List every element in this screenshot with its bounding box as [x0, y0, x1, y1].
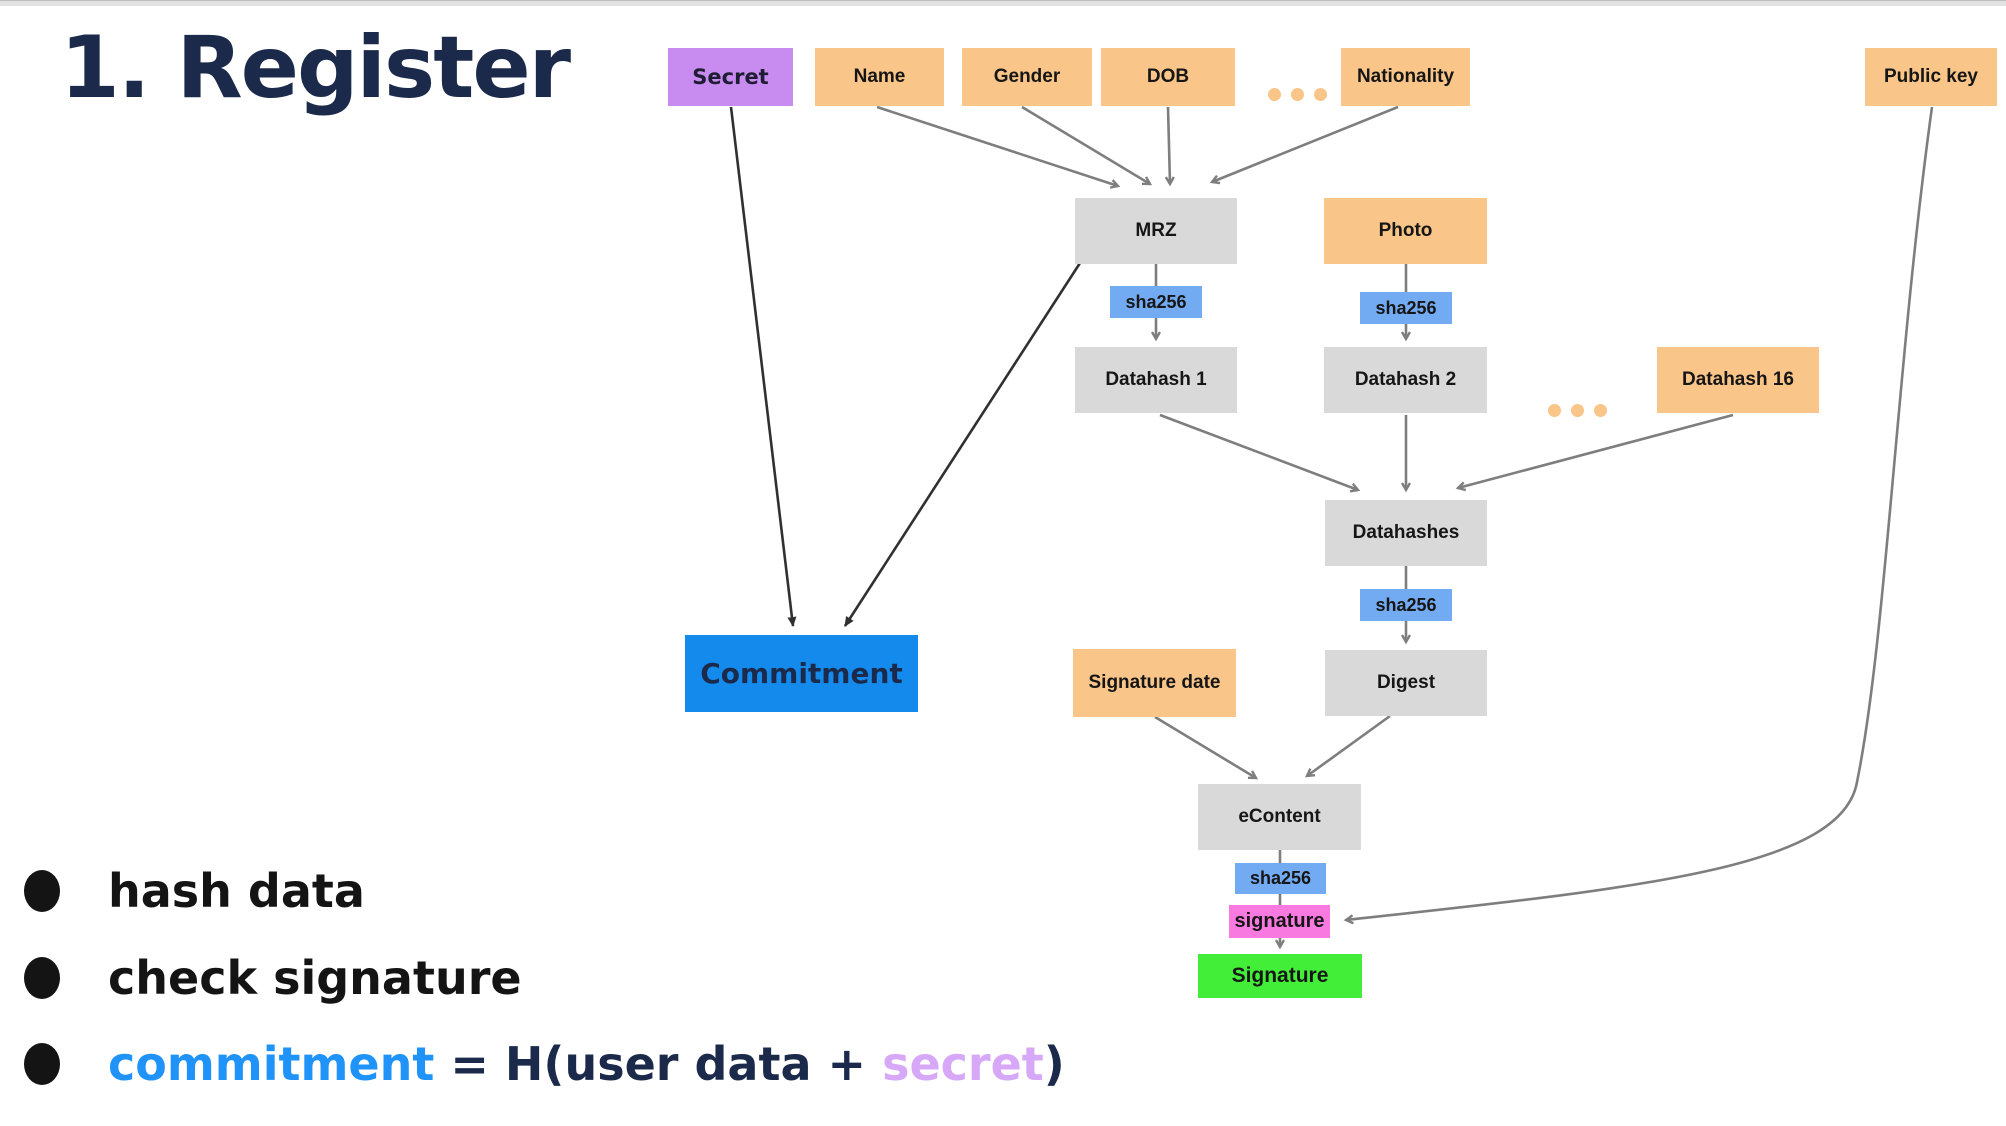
node-nationality: Nationality [1341, 48, 1470, 106]
node-secret: Secret [668, 48, 793, 106]
formula-close-paren: ) [1043, 1037, 1065, 1091]
node-sha256-photo: sha256 [1360, 292, 1452, 324]
edge-datahash1-to-datahashes [1159, 413, 1358, 490]
node-datahashes: Datahashes [1325, 500, 1487, 566]
edge-signaturedate-to-econtent [1154, 715, 1256, 778]
formula-word-secret: secret [882, 1037, 1044, 1091]
node-photo: Photo [1324, 198, 1487, 264]
node-dob: DOB [1101, 48, 1235, 106]
node-sha256-econtent: sha256 [1235, 863, 1326, 894]
edge-dob-to-mrz [1168, 106, 1170, 184]
node-econtent: eContent [1198, 784, 1361, 850]
bullet-check-signature: check signature [24, 951, 522, 1005]
node-signature-operation: signature [1229, 905, 1330, 938]
edge-mrz-to-commitment [843, 262, 1082, 627]
edge-publickey-to-signature [1346, 106, 1934, 920]
edge-datahash16-to-datahashes [1458, 413, 1734, 488]
page-title: 1. Register [60, 18, 571, 118]
node-commitment: Commitment [685, 635, 918, 712]
node-gender: Gender [962, 48, 1092, 106]
node-digest: Digest [1325, 650, 1487, 716]
bullet-commitment-formula: commitment = H(user data + secret) [24, 1037, 1065, 1091]
node-signature-date: Signature date [1073, 649, 1236, 717]
edge-secret-to-commitment [729, 106, 797, 627]
node-public-key: Public key [1865, 48, 1997, 106]
bullet-text: check signature [108, 951, 522, 1005]
ellipsis-dots-top-row [1268, 88, 1327, 101]
node-datahash-16: Datahash 16 [1657, 347, 1819, 413]
edge-gender-to-mrz [1021, 105, 1150, 184]
node-datahash-2: Datahash 2 [1324, 347, 1487, 413]
bullet-dot [24, 957, 60, 999]
bullet-text: hash data [108, 864, 365, 918]
top-progress-bar [0, 0, 2006, 6]
formula-word-commitment: commitment [108, 1037, 435, 1091]
ellipsis-dots-datahash-row [1548, 404, 1607, 417]
edge-digest-to-econtent [1307, 714, 1391, 776]
edge-nationality-to-mrz [1212, 105, 1399, 182]
node-sha256-mrz: sha256 [1110, 286, 1202, 318]
node-signature-result: Signature [1198, 954, 1362, 998]
bullet-text: commitment = H(user data + secret) [108, 1037, 1065, 1091]
bullet-hash-data: hash data [24, 864, 365, 918]
node-mrz: MRZ [1075, 198, 1237, 264]
bullet-dot [24, 870, 60, 912]
formula-equals-h: = H(user data + [434, 1037, 883, 1091]
node-datahash-1: Datahash 1 [1075, 347, 1237, 413]
bullet-dot [24, 1043, 60, 1085]
node-name: Name [815, 48, 944, 106]
edge-name-to-mrz [876, 105, 1118, 186]
node-sha256-datahashes: sha256 [1360, 589, 1452, 621]
